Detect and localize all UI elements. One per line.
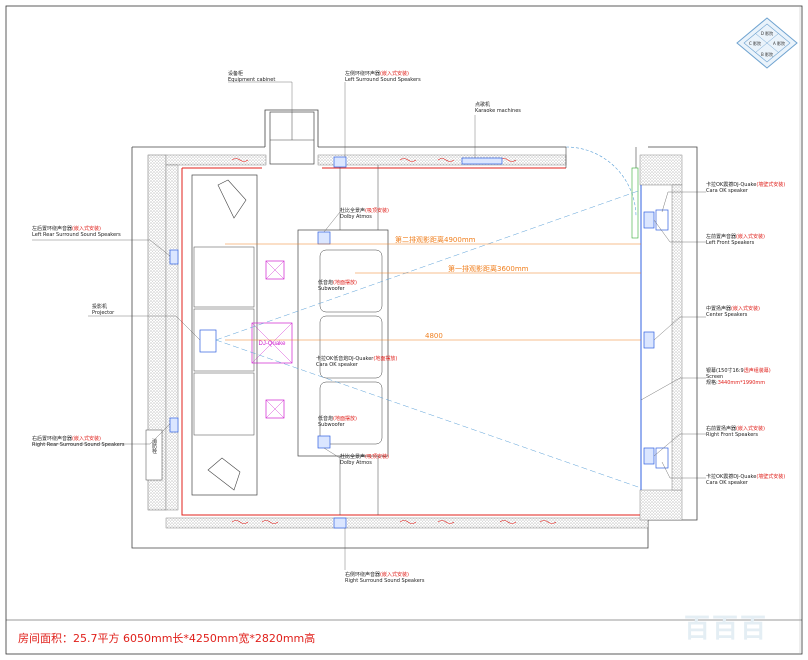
dj-quake-label: DJ-Quake	[258, 341, 286, 347]
width-dimension-label: 4800	[425, 332, 443, 340]
left-rear-cn: 左后置环绕声音器(嵌入式安装)	[32, 225, 101, 232]
center-en: Center Speakers	[706, 312, 748, 318]
fire-hydrant-box	[145, 429, 163, 481]
screen-size: 规格:3440mm*1990mm	[706, 379, 765, 386]
right-front-speaker	[643, 447, 655, 465]
dimension-lines	[225, 243, 641, 341]
left-front-speaker	[643, 211, 655, 229]
front-sofa	[297, 165, 389, 515]
right-front-en: Right Front Speakers	[706, 432, 758, 438]
watermark: 百百百	[683, 613, 768, 643]
brand-logo: D 影院 C 影院 A 影院 B 影院	[736, 17, 798, 69]
cara-ok-mid-en: Cara OK speaker	[316, 362, 359, 368]
left-surround-en: Left Surround Sound Speakers	[345, 77, 421, 83]
cara-ok-bottom-cn: 卡拉OK震撼DJ-Quake(墙壁式安装)	[706, 473, 785, 480]
sub-bottom-en: Subwoofer	[318, 422, 346, 428]
speakers	[169, 156, 669, 529]
room-area-caption: 房间面积：25.7平方 6050mm长*4250mm宽*2820mm高	[18, 632, 316, 645]
left-front-en: Left Front Speakers	[706, 240, 755, 246]
equipment-cabinet-en: Equipment cabinet	[228, 77, 275, 83]
projector-body	[199, 329, 217, 353]
logo-cell-b: B 影院	[761, 51, 773, 57]
left-rear-en: Left Rear Surround Sound Speakers	[32, 232, 121, 238]
cara-ok-top-en: Cara OK speaker	[706, 188, 749, 194]
acoustic-treatment	[181, 158, 640, 524]
dolby-atmos-bottom-speaker	[317, 435, 331, 449]
right-surround-speaker	[333, 517, 347, 529]
screen-cn: 银幕(150寸16:9透声组装幕)	[706, 367, 771, 374]
left-front-cn: 左前置声音器(嵌入式安装)	[706, 233, 765, 240]
drawing-frame	[5, 5, 803, 655]
logo-cell-d: D 影院	[761, 30, 773, 36]
projector-cn: 投影机	[92, 303, 107, 310]
karaoke-machine	[461, 157, 503, 165]
right-surround-en: Right Surround Sound Speakers	[345, 578, 425, 584]
row2-distance-label: 第二排观影距离4900mm	[395, 235, 476, 244]
logo-cell-a: A 影院	[773, 40, 785, 46]
cara-ok-mid-cn: 卡拉OK低音炮DJ-Quaker(地面摆放)	[316, 355, 397, 362]
karaoke-cn: 点歌机	[475, 101, 490, 108]
sub-top-cn: 低音炮(地面摆放)	[318, 279, 357, 286]
projection-cone	[215, 189, 642, 489]
equipment-cabinet	[269, 111, 315, 165]
right-rear-cn: 右后置环绕声音器(嵌入式安装)	[32, 435, 101, 442]
karaoke-en: Karaoke machines	[475, 108, 521, 114]
entrance-door	[565, 146, 639, 239]
sub-top-en: Subwoofer	[318, 286, 346, 292]
screen-en: Screen	[706, 374, 723, 380]
projector-en: Projector	[92, 310, 115, 316]
dolby-top-cn: 杜比全景声(吸顶安装)	[340, 207, 389, 214]
leader-lines	[32, 81, 706, 570]
row1-distance-label: 第一排观影距离3600mm	[448, 264, 529, 273]
right-surround-cn: 右侧环绕声音器(嵌入式安装)	[345, 571, 409, 578]
center-speaker	[643, 331, 655, 349]
cara-ok-bottom-en: Cara OK speaker	[706, 480, 749, 486]
sub-bottom-cn: 低音炮(地面摆放)	[318, 415, 357, 422]
dolby-bottom-en: Dolby Atmos	[340, 460, 372, 466]
rear-sofa	[191, 174, 258, 496]
fire-hydrant-label: 消防栓	[151, 438, 157, 455]
equipment-cabinet-cn: 设备柜	[228, 70, 243, 77]
dolby-top-en: Dolby Atmos	[340, 214, 372, 220]
left-surround-speaker	[333, 156, 347, 168]
logo-cell-c: C 影院	[749, 40, 761, 46]
room-outline	[131, 109, 698, 549]
cara-ok-top-speaker	[655, 209, 669, 231]
cara-ok-top-cn: 卡拉OK震撼DJ-Quake(墙壁式安装)	[706, 181, 785, 188]
left-rear-speaker	[169, 249, 179, 265]
cara-ok-bottom-speaker	[655, 447, 669, 469]
walls	[147, 154, 683, 529]
center-cn: 中置扬声器(嵌入式安装)	[706, 305, 760, 312]
dj-quake-units: DJ-Quake	[251, 260, 293, 419]
right-rear-speaker	[169, 417, 179, 433]
right-front-cn: 右前置扬声器(嵌入式安装)	[706, 425, 765, 432]
left-surround-cn: 左侧环绕环声器(嵌入式安装)	[345, 70, 409, 77]
dolby-atmos-top-speaker	[317, 231, 331, 245]
dolby-bottom-cn: 杜比全景声(吸顶安装)	[340, 453, 389, 460]
right-rear-en: Right Rear Surround Sound Speakers	[32, 442, 125, 448]
